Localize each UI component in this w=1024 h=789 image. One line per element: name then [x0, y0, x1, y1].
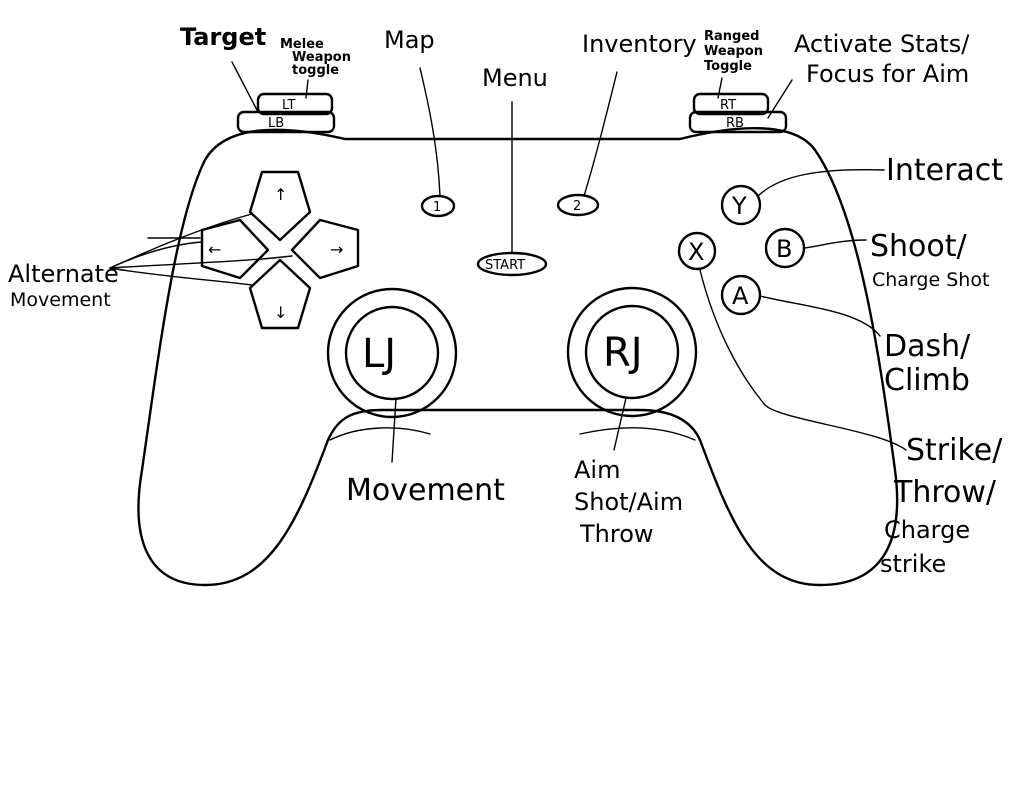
leader-ranged	[717, 77, 723, 99]
label-interact: Interact	[886, 153, 1003, 188]
lb-bumper[interactable]	[236, 110, 336, 134]
start-label: START	[485, 258, 525, 273]
leader-aim	[613, 397, 627, 451]
lb-label: LB	[268, 116, 284, 131]
label-strike-1: Strike/	[906, 433, 1003, 468]
leader-map	[419, 67, 441, 197]
label-shoot-1: Shoot/	[870, 229, 968, 264]
label-strike-3: Charge	[884, 516, 970, 544]
grip-inner-right	[579, 427, 696, 441]
leader-target	[231, 61, 259, 113]
back-button[interactable]	[556, 193, 600, 217]
dpad-right-arrow: →	[330, 240, 343, 259]
lt-trigger[interactable]	[256, 92, 334, 116]
rt-trigger[interactable]	[692, 92, 770, 116]
dpad-left-arrow: ←	[208, 240, 221, 259]
leader-inventory	[583, 71, 618, 197]
dpad-up-arrow: ↑	[274, 185, 287, 204]
leader-activate	[767, 79, 793, 119]
label-aim-2: Shot/Aim	[574, 488, 683, 516]
dpad-down[interactable]	[248, 258, 312, 330]
right-shoulder: RT RB	[688, 92, 788, 134]
y-label: Y	[731, 192, 747, 220]
label-alternate-2: Movement	[10, 289, 111, 311]
right-stick-ring	[566, 286, 698, 418]
controller-body-outline	[137, 127, 899, 587]
leader-shoot	[803, 239, 867, 249]
left-stick[interactable]	[344, 305, 440, 401]
dpad-right[interactable]	[290, 218, 360, 280]
leader-dash	[759, 295, 881, 337]
label-melee-2: Weapon	[292, 50, 351, 65]
a-label: A	[732, 282, 749, 310]
leader-melee	[305, 79, 309, 99]
label-melee-1: Melee	[280, 37, 324, 52]
y-button[interactable]	[720, 184, 762, 226]
label-ranged-3: Toggle	[704, 59, 752, 74]
lt-label: LT	[282, 98, 295, 113]
a-button[interactable]	[720, 274, 762, 316]
x-button[interactable]	[677, 231, 717, 271]
grip-inner-left	[329, 427, 431, 441]
label-inventory: Inventory	[582, 30, 697, 58]
label-dash-1: Dash/	[884, 329, 971, 364]
label-strike-2: Throw/	[893, 475, 997, 510]
label-aim-3: Throw	[579, 520, 654, 548]
left-stick-label: LJ	[362, 331, 396, 377]
dpad-down-arrow: ↓	[274, 303, 287, 322]
left-stick-ring	[326, 287, 458, 419]
label-ranged-2: Weapon	[704, 44, 763, 59]
leader-alternate-2	[109, 241, 203, 269]
left-shoulder: LT LB	[236, 92, 336, 134]
label-alternate-1: Alternate	[8, 260, 119, 288]
rb-bumper[interactable]	[688, 110, 788, 134]
label-map: Map	[384, 26, 435, 54]
right-stick[interactable]	[584, 304, 680, 400]
dpad: ↑ ← → ↓	[200, 170, 360, 330]
label-menu: Menu	[482, 64, 548, 92]
leader-alternate-4	[109, 267, 253, 286]
label-shoot-2: Charge Shot	[872, 269, 989, 291]
leader-alternate-3	[109, 255, 293, 269]
label-activate-1: Activate Stats/	[794, 30, 970, 58]
label-dash-2: Climb	[884, 363, 970, 398]
leader-interact	[757, 168, 885, 197]
rt-label: RT	[720, 98, 736, 113]
b-label: B	[776, 235, 792, 263]
label-ranged-1: Ranged	[704, 29, 759, 44]
right-stick-label: RJ	[603, 330, 643, 376]
labels: Target Melee Weapon toggle Map Menu Inve…	[8, 23, 1003, 578]
label-strike-4: strike	[880, 550, 946, 578]
leader-lines	[109, 61, 907, 463]
label-melee-3: toggle	[292, 63, 339, 78]
leader-strike	[699, 269, 907, 451]
select-label: 1	[433, 200, 441, 215]
rb-label: RB	[726, 116, 744, 131]
dpad-left[interactable]	[200, 218, 270, 280]
leader-movement	[391, 397, 397, 463]
dpad-up[interactable]	[248, 170, 312, 242]
back-label: 2	[573, 199, 581, 214]
label-activate-2: Focus for Aim	[806, 60, 969, 88]
select-button[interactable]	[420, 194, 456, 218]
label-movement: Movement	[346, 473, 505, 508]
label-aim-1: Aim	[574, 456, 620, 484]
label-target: Target	[180, 23, 266, 51]
x-label: X	[688, 238, 704, 266]
